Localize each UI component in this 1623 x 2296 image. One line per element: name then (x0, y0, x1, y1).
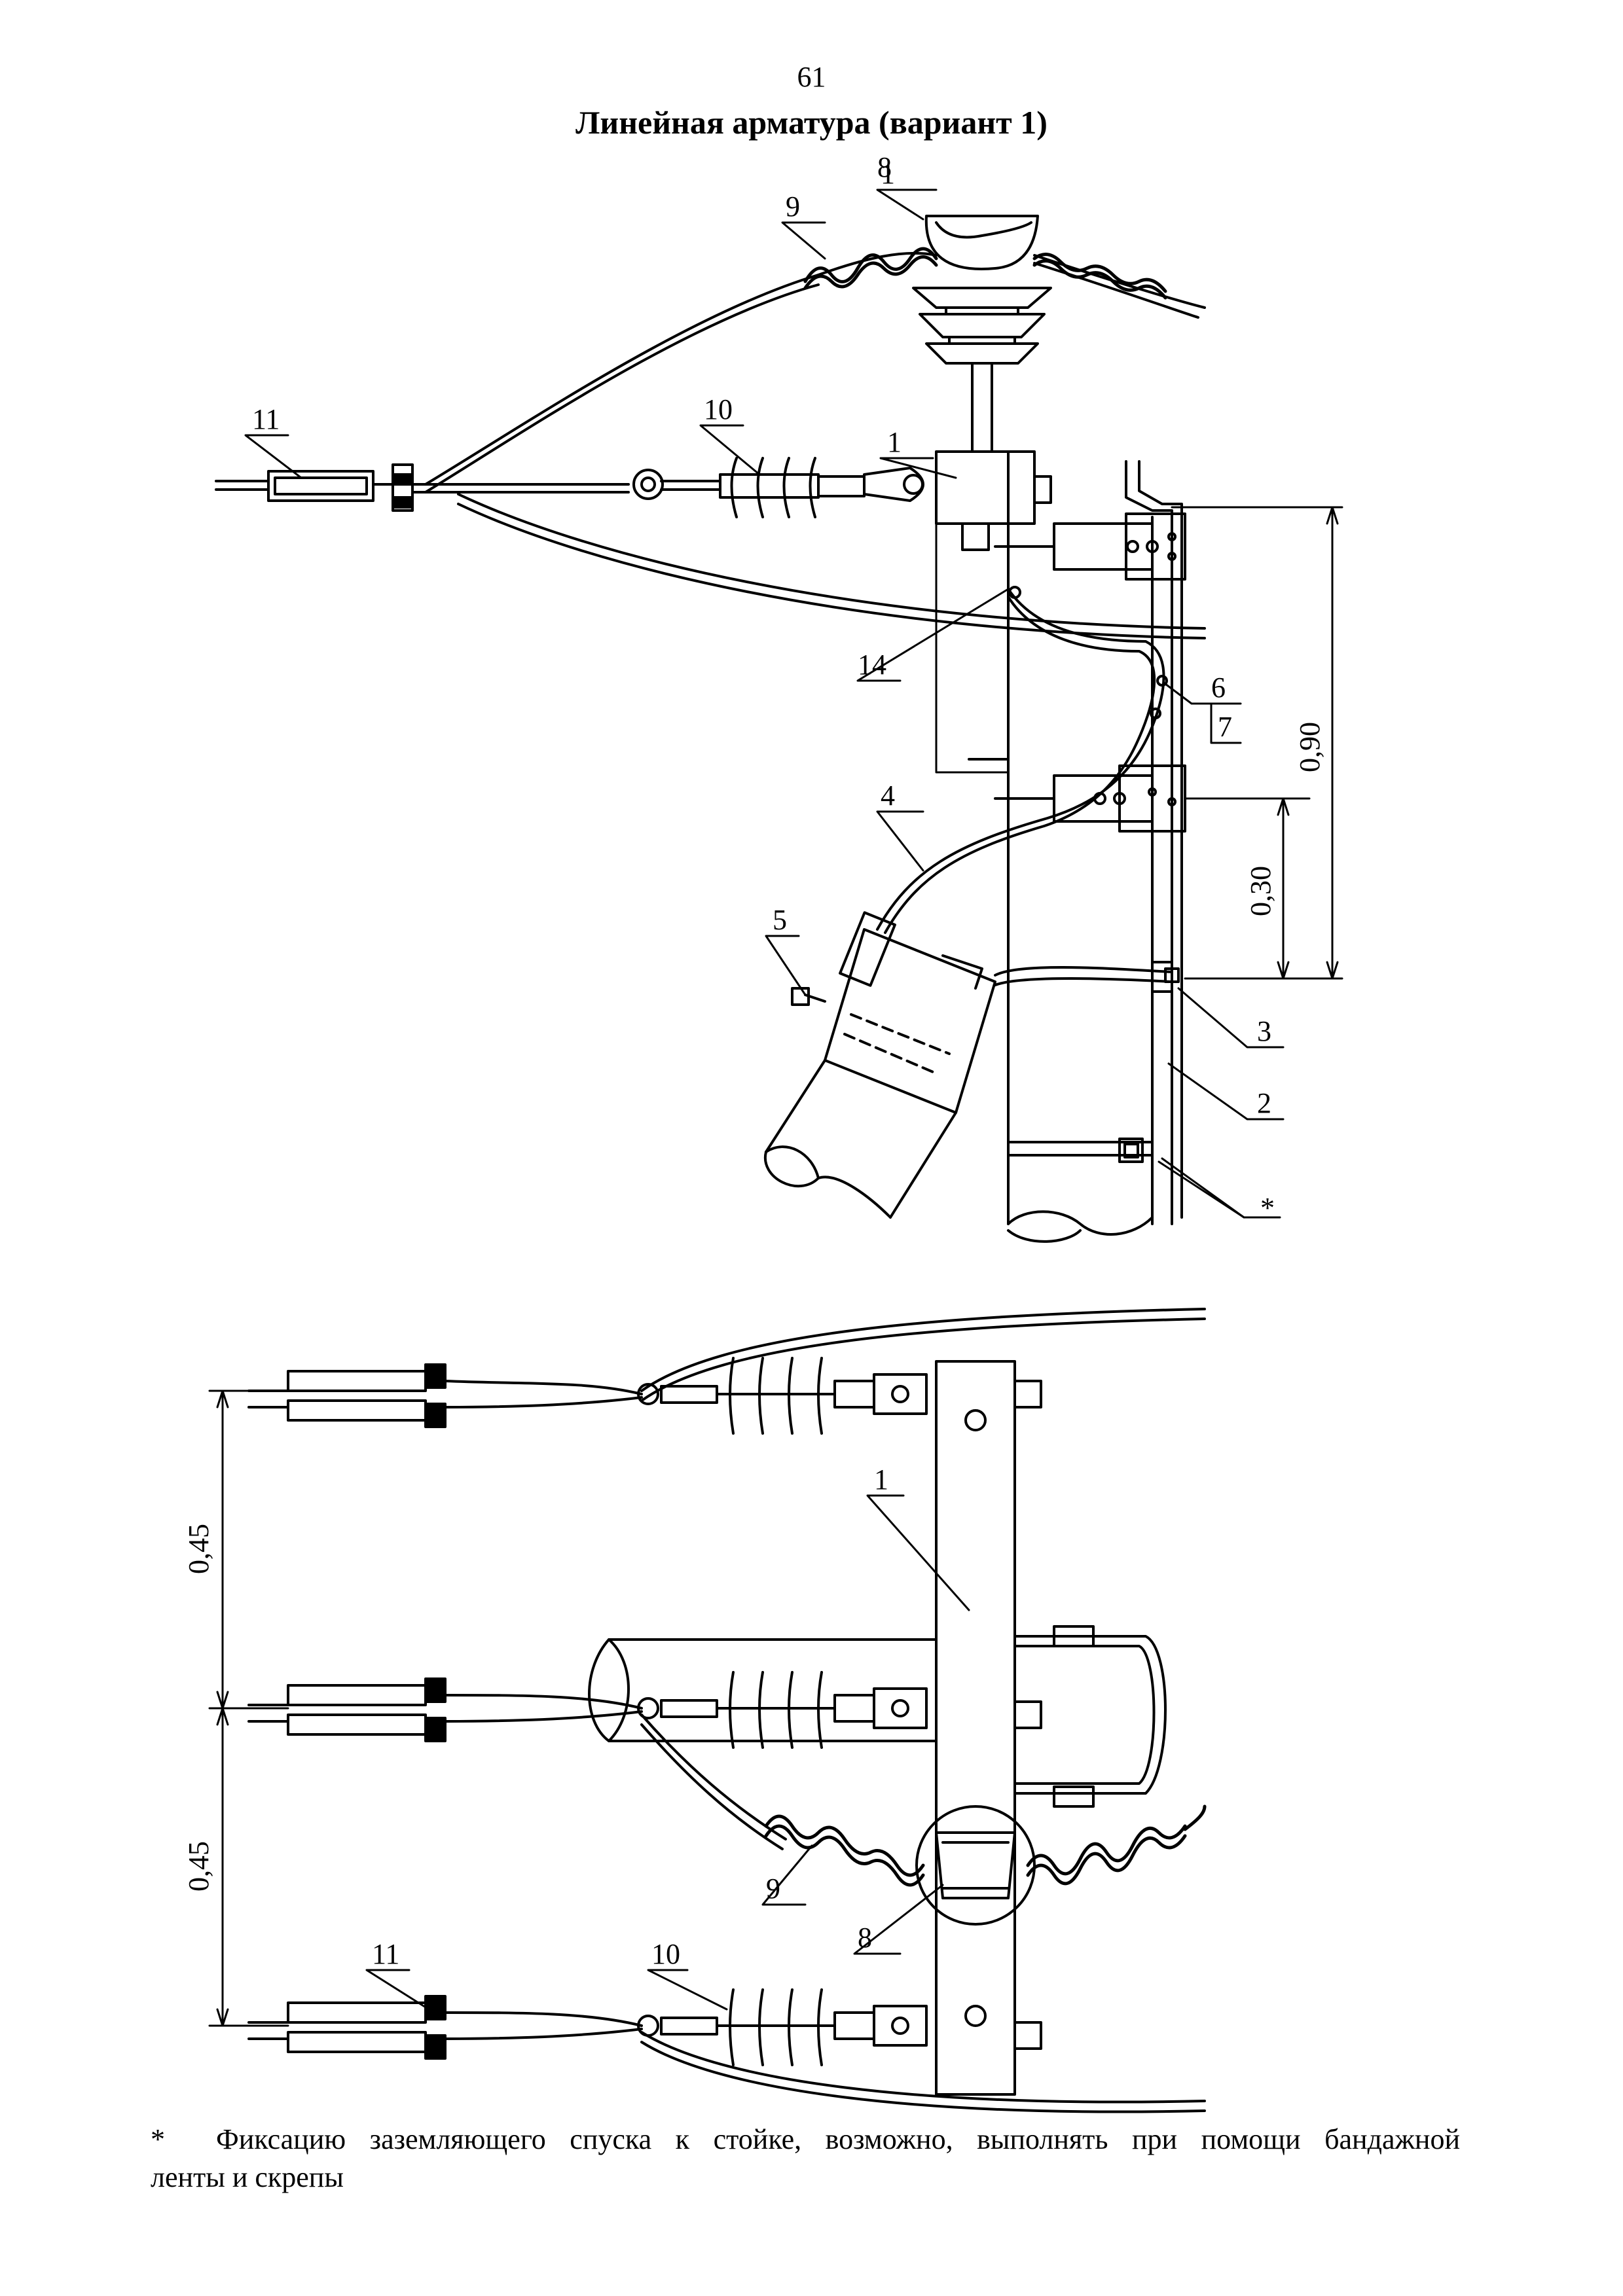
callout-8: 8 (877, 151, 892, 183)
page-number: 61 (797, 61, 826, 93)
dimensions-plan (208, 1390, 289, 2027)
callout-14: 14 (858, 649, 886, 681)
plan-callout-9: 9 (766, 1873, 780, 1905)
callout-star: * (1260, 1192, 1275, 1224)
insulator-top (915, 1625, 1167, 1926)
helical-binding-plan (764, 1804, 1207, 1887)
ground-bracket (1125, 460, 1183, 1225)
callout-10: 10 (704, 393, 733, 425)
callout-7: 7 (1218, 711, 1232, 743)
plan-view: 0,45 0,45 1 9 8 10 11 (183, 1308, 1207, 2113)
footnote: * Фиксацию заземляющего спуска к стойке, … (151, 2121, 1460, 2197)
footnote-line1: Фиксацию заземляющего спуска к стойке, в… (216, 2123, 1460, 2155)
callout-6: 6 (1211, 672, 1226, 704)
dim-090: 0,90 (1294, 722, 1326, 772)
callout-4: 4 (881, 780, 895, 812)
strain-string-1 (247, 1308, 1206, 1435)
callout-3: 3 (1257, 1015, 1271, 1047)
strain-string-2 (247, 1671, 928, 1850)
pole-bands (994, 961, 1180, 1163)
small-parts (1008, 586, 1168, 719)
callout-9: 9 (786, 190, 800, 223)
dim-045-lower: 0,45 (183, 1841, 215, 1892)
callout-11: 11 (252, 403, 280, 435)
page-title: Линейная арматура (вариант 1) (575, 104, 1048, 141)
line-conductors (424, 251, 1206, 639)
elevation-view: 1 9 8 11 10 1 14 6 7 4 5 3 2 * 0,90 0,30 (215, 151, 1343, 1243)
dim-045-upper: 0,45 (183, 1524, 215, 1574)
pole-section (588, 1638, 938, 1742)
dead-end-clamp (215, 463, 630, 512)
footnote-star: * (151, 2123, 165, 2155)
callout-1: 1 (881, 158, 895, 190)
pole-fittings (994, 512, 1186, 833)
footnote-line2: ленты и скрепы (151, 2161, 344, 2193)
surge-arrester (763, 911, 996, 1219)
plan-callout-10: 10 (651, 1938, 680, 1970)
callout-5: 5 (773, 904, 787, 936)
grounding-lead (876, 588, 1165, 934)
strain-insulator-string (632, 457, 924, 518)
pole (1007, 496, 1154, 1243)
dimensions-top (1171, 506, 1343, 980)
helical-binding (803, 247, 1167, 300)
callout-2: 2 (1257, 1087, 1271, 1119)
traverse-clamp (935, 450, 1052, 780)
plan-callout-11: 11 (372, 1938, 399, 1970)
strain-string-3 (247, 1988, 1206, 2113)
cross-arm (935, 1360, 1042, 2096)
pin-insulator (912, 215, 1052, 453)
callouts-top (244, 188, 1285, 1219)
dim-030: 0,30 (1245, 866, 1277, 916)
plan-callout-1: 1 (874, 1463, 888, 1496)
callout-1b: 1 (887, 426, 902, 458)
callouts-plan (365, 1494, 970, 2011)
plan-callout-8: 8 (858, 1922, 872, 1954)
